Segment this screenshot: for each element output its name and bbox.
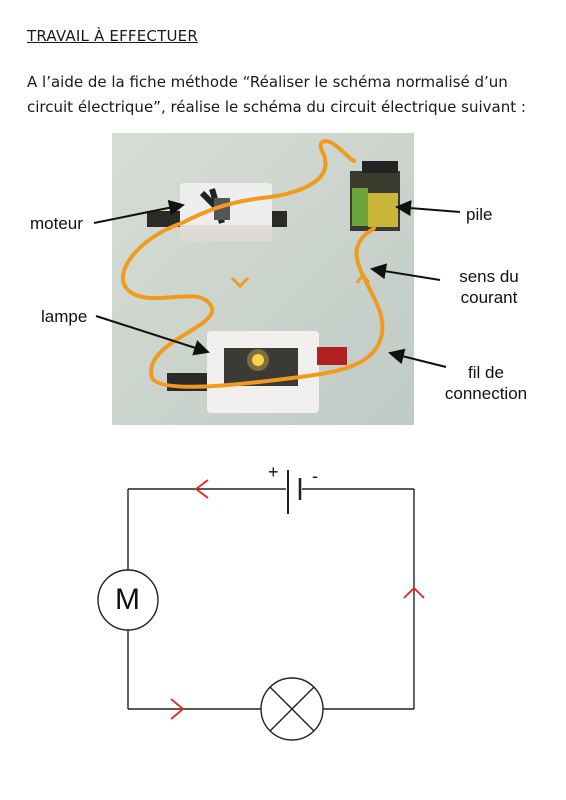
battery-component [350, 161, 400, 231]
current-arrow-top [194, 479, 209, 499]
battery-minus-sign: - [312, 466, 318, 486]
motor-letter: M [115, 583, 140, 616]
label-sens-line-1: sens du [459, 267, 519, 286]
circuit-diagram [97, 470, 425, 741]
label-pile: pile [466, 205, 493, 224]
instructions-line-2: circuit électrique”, réalise le schéma d… [27, 98, 526, 116]
current-arrow-bottom [170, 698, 185, 720]
label-fil-line-2: connection [444, 384, 528, 403]
circuit-photo [112, 133, 414, 425]
motor-symbol [97, 569, 159, 631]
page-title: TRAVAIL À EFFECTUER [27, 27, 198, 45]
label-moteur: moteur [30, 214, 83, 233]
lamp-cross-2 [269, 686, 315, 732]
label-lampe: lampe [41, 307, 88, 326]
current-arrow-right [403, 586, 425, 599]
label-sens-du-courant: sens du courant [444, 266, 534, 308]
instructions-text: A l’aide de la fiche méthode “Réaliser l… [27, 70, 547, 120]
label-sens-line-2: courant [460, 288, 518, 307]
label-fil-de-connection: fil de connection [436, 362, 536, 404]
orange-wire [120, 139, 385, 389]
label-fil-line-1: fil de [468, 363, 504, 382]
instructions-line-1: A l’aide de la fiche méthode “Réaliser l… [27, 73, 508, 91]
lamp-symbol [260, 677, 324, 741]
battery-plus-sign: + [268, 462, 279, 482]
